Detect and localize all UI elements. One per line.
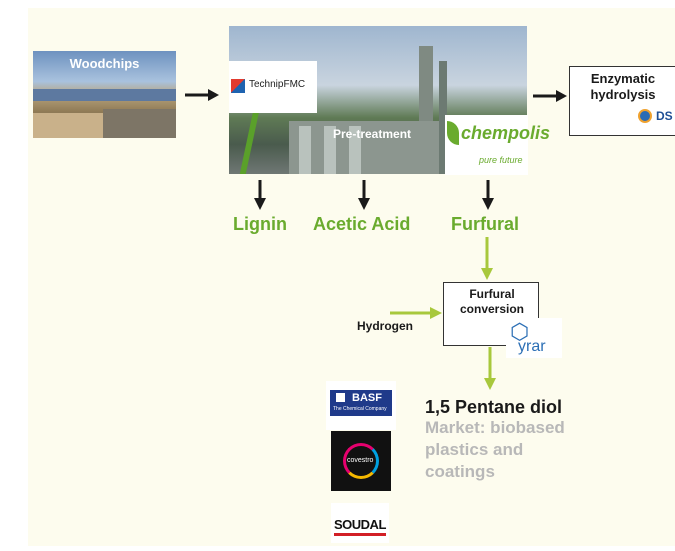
pretreatment-label: Pre-treatment [333, 127, 412, 141]
technipfmc-mark-icon [231, 79, 245, 93]
woodchips-label: Woodchips [69, 56, 140, 71]
hydrogen-label: Hydrogen [357, 319, 414, 333]
acetic-acid-label: Acetic Acid [313, 214, 411, 234]
pentane-diol-title: 1,5 Pentane diol [425, 397, 563, 417]
black-arrows [185, 89, 567, 210]
covestro-logo: covestro [331, 431, 391, 491]
lignin-label: Lignin [233, 214, 287, 234]
woodchips-image: Woodchips [33, 51, 176, 138]
market-line-2: plastics and [425, 440, 524, 459]
chempolis-leaf-icon [447, 121, 459, 145]
hexagon-icon: ⬡ [510, 319, 530, 344]
chempolis-logo: chempolis pure future [445, 115, 550, 175]
soudal-logo: SOUDAL [331, 503, 389, 543]
covestro-ring-icon [343, 443, 379, 479]
green-arrows [390, 237, 496, 390]
market-line-3: coatings [425, 462, 495, 481]
enzymatic-hydrolysis-box: Enzymatic hydrolysis DS [569, 66, 675, 136]
market-line-1: Market: biobased [425, 418, 565, 437]
dsm-logo-icon [638, 109, 652, 123]
basf-logo: BASF The Chemical Company [326, 381, 396, 430]
pyran-logo: ⬡ yrar [506, 318, 562, 358]
technipfmc-logo: TechnipFMC [229, 61, 317, 113]
basf-square-icon [336, 393, 345, 402]
furfural-label: Furfural [451, 214, 520, 234]
